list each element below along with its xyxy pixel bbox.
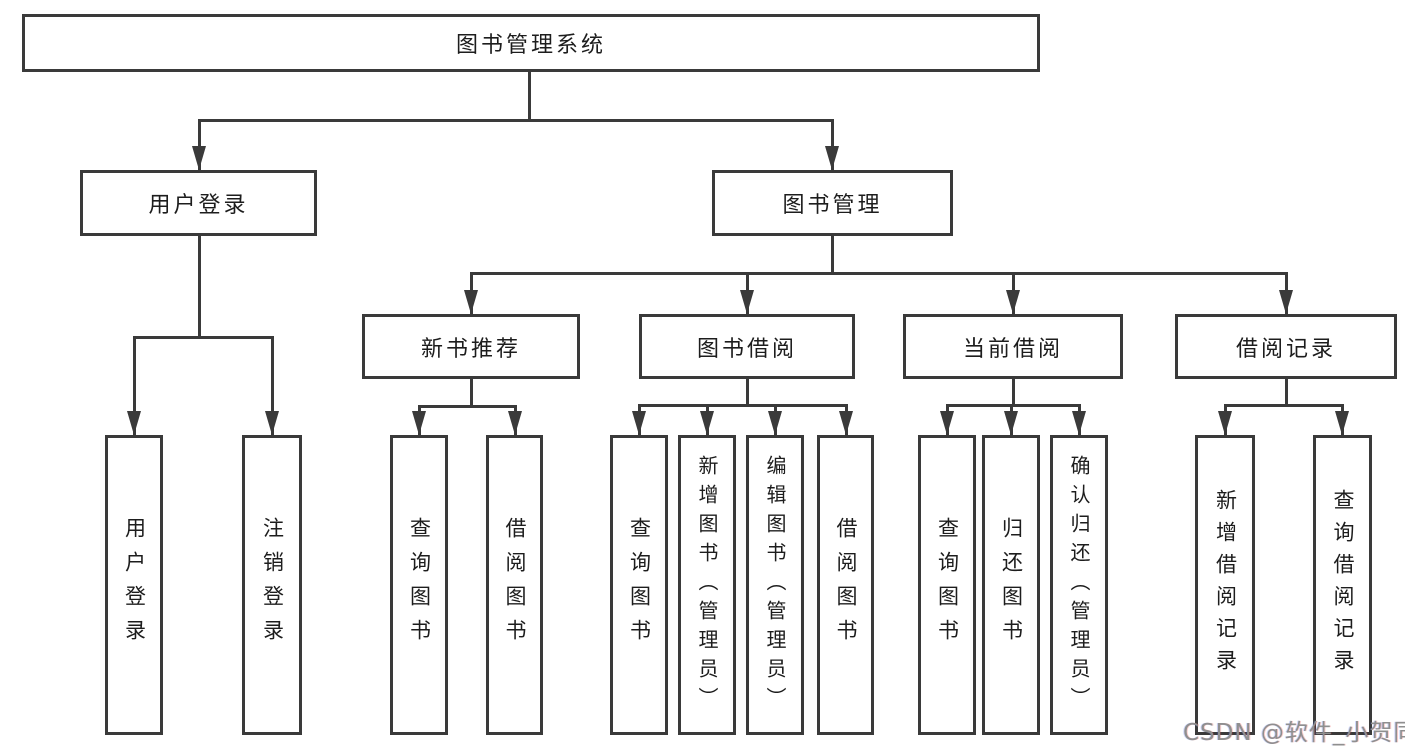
connector-line-v [198,236,201,338]
arrow-down-icon [1006,290,1020,314]
leaf-return-books: 归还图书 [982,435,1040,735]
node-label: 图书借阅 [696,336,797,362]
node-label: 注销登录 [260,517,285,653]
leaf-query-books: 查询图书 [918,435,976,735]
connector-line-v [528,72,531,121]
connector-line-h [638,404,848,407]
node-label: 新书推荐 [420,336,521,362]
leaf-query-books: 查询图书 [610,435,668,735]
arrow-down-icon [265,411,279,435]
leaf-borrow-books: 借阅图书 [486,435,543,735]
node-label: 查询图书 [935,517,960,653]
node-label: 确认归还（管理员） [1067,454,1091,716]
node-current-borrow: 当前借阅 [903,314,1123,379]
node-label: 归还图书 [999,517,1024,653]
leaf-query-books: 查询图书 [390,435,448,735]
connector-line-h [418,405,517,408]
connector-line-v [831,236,834,275]
connector-line-h [198,119,834,122]
connector-line-v [133,336,136,435]
connector-line-v [746,379,749,407]
connector-line-h [470,272,1288,275]
node-label: 图书管理系统 [455,33,606,58]
connector-line-v [271,336,274,435]
node-label: 查询图书 [407,517,432,653]
node-label: 用户登录 [148,193,249,218]
leaf-borrow-books: 借阅图书 [817,435,874,735]
node-label: 查询借阅记录 [1331,489,1355,681]
connector-line-h [1224,404,1344,407]
connector-line-h [946,404,1081,407]
leaf-logout: 注销登录 [242,435,302,735]
arrow-down-icon [192,146,206,170]
node-library-system: 图书管理系统 [22,14,1040,72]
leaf-add-books-admin: 新增图书（管理员） [678,435,736,735]
node-book-management: 图书管理 [712,170,953,236]
node-label: 借阅图书 [503,517,527,653]
node-label: 新增图书（管理员） [695,454,719,716]
arrow-down-icon [1335,411,1349,435]
arrow-down-icon [700,411,714,435]
csdn-watermark: CSDN @软件_小贺同学 [1183,720,1405,746]
arrow-down-icon [825,146,839,170]
arrow-down-icon [839,411,853,435]
connector-line-v [831,119,834,170]
leaf-edit-books-admin: 编辑图书（管理员） [746,435,804,735]
node-borrow-records: 借阅记录 [1175,314,1397,379]
connector-line-v [1012,379,1015,407]
connector-line-v [198,119,201,170]
arrow-down-icon [1218,411,1232,435]
connector-line-v [470,379,473,408]
leaf-query-borrow-record: 查询借阅记录 [1313,435,1372,735]
node-book-borrow: 图书借阅 [639,314,855,379]
arrow-down-icon [508,411,522,435]
arrow-down-icon [127,411,141,435]
node-label: 当前借阅 [962,336,1063,362]
arrow-down-icon [940,411,954,435]
node-label: 新增借阅记录 [1213,489,1238,681]
arrow-down-icon [412,411,426,435]
node-label: 用户登录 [122,517,147,653]
node-user-login: 用户登录 [80,170,317,236]
node-label: 查询图书 [627,517,652,653]
leaf-user-login: 用户登录 [105,435,163,735]
arrow-down-icon [1072,411,1086,435]
leaf-add-borrow-record: 新增借阅记录 [1195,435,1255,735]
leaf-confirm-return-admin: 确认归还（管理员） [1050,435,1108,735]
arrow-down-icon [632,411,646,435]
arrow-down-icon [740,290,754,314]
node-label: 图书管理 [782,193,883,218]
arrow-down-icon [464,290,478,314]
arrow-down-icon [768,411,782,435]
connector-line-v [1285,379,1288,407]
connector-line-h [133,336,274,339]
arrow-down-icon [1279,290,1293,314]
arrow-down-icon [1004,411,1018,435]
node-new-book-recommend: 新书推荐 [362,314,580,379]
node-label: 借阅图书 [834,517,858,653]
node-label: 编辑图书（管理员） [763,454,787,716]
node-label: 借阅记录 [1235,336,1336,362]
